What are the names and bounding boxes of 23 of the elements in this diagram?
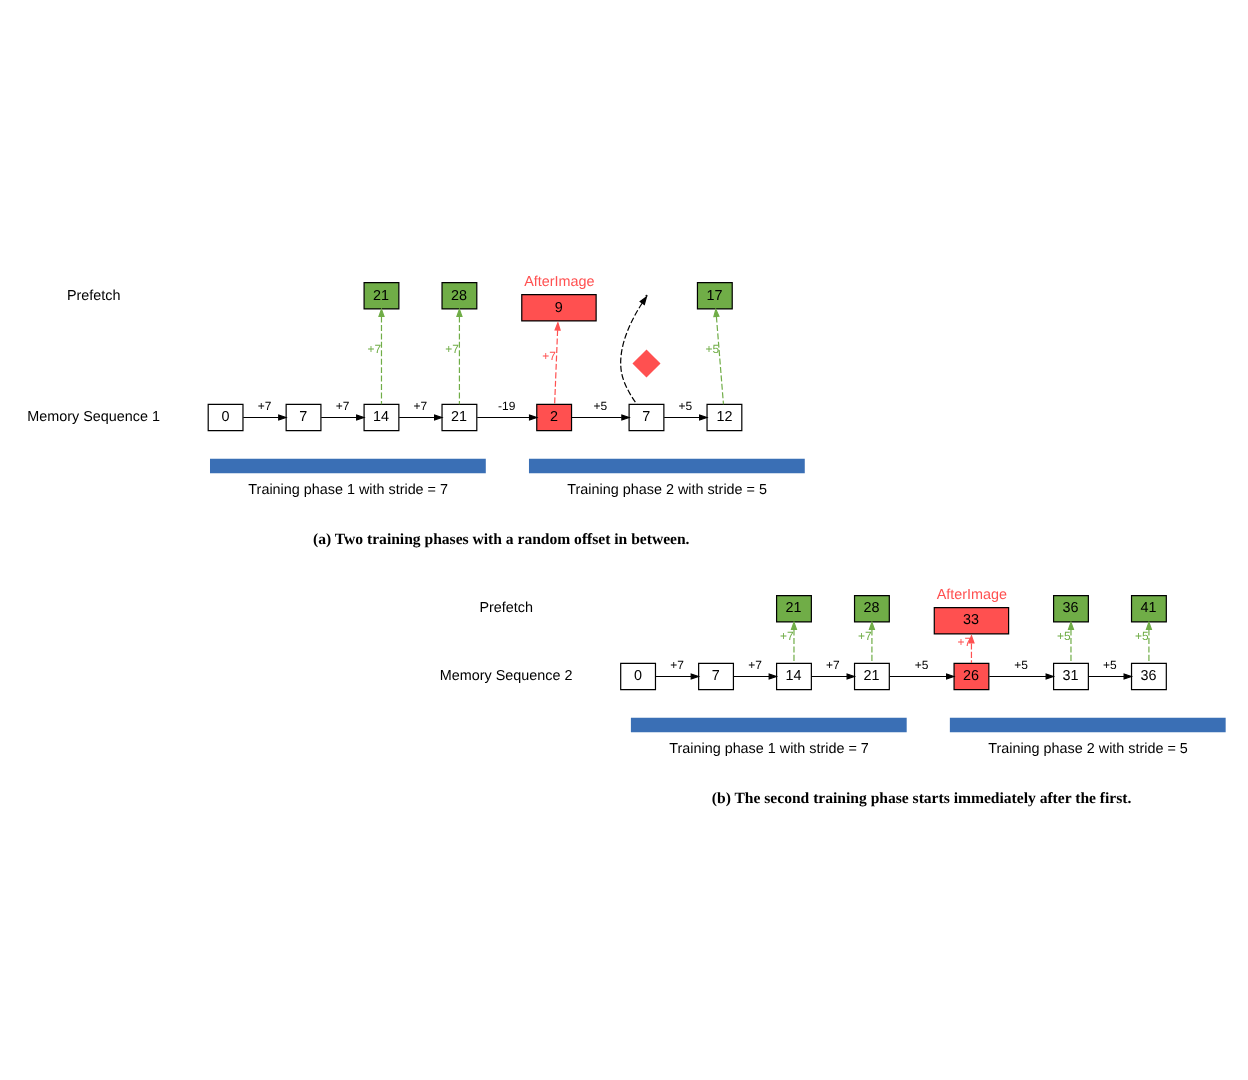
arrow — [242, 413, 288, 420]
arrow — [811, 672, 857, 679]
arrow — [456, 306, 463, 404]
arrow — [713, 306, 725, 404]
arrow — [1088, 672, 1134, 679]
arrow — [733, 672, 779, 679]
arrow — [398, 413, 444, 420]
arrow — [663, 413, 709, 420]
arrow — [790, 619, 798, 663]
arrow — [1145, 619, 1153, 663]
arrow — [554, 320, 561, 404]
node-cross — [632, 348, 661, 377]
arrow — [988, 672, 1056, 679]
arrow — [571, 413, 631, 420]
arrow — [655, 672, 701, 679]
arrow — [1067, 619, 1075, 663]
arrow — [320, 413, 366, 420]
arrow — [620, 294, 648, 404]
arrow — [476, 413, 539, 420]
arrow — [889, 672, 956, 679]
arrow — [378, 306, 385, 404]
arrow — [968, 632, 975, 663]
arrow — [868, 619, 876, 663]
